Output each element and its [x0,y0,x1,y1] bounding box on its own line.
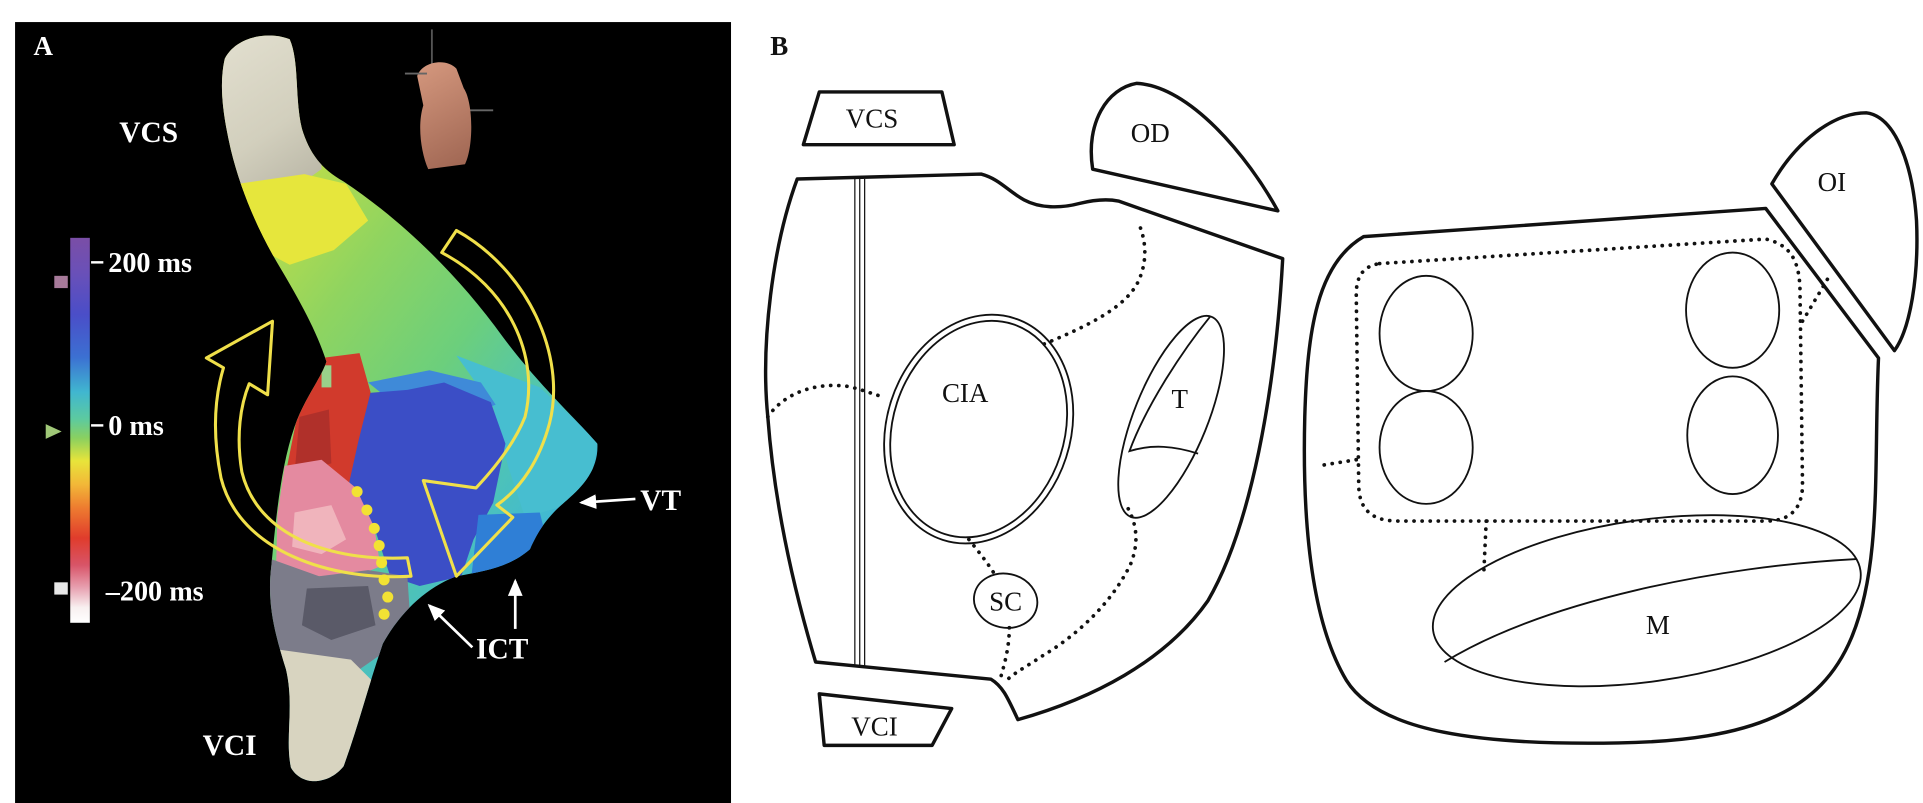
label-ict: ICT [476,633,529,665]
label-sc: SC [989,587,1022,617]
od-shape [1091,83,1278,210]
panel-a: A [15,22,731,803]
label-cia: CIA [942,378,989,408]
catheter-electrode-dot [382,592,393,603]
label-od: OD [1131,118,1170,148]
label-m: M [1646,610,1670,640]
catheter-electrode-dot [379,609,390,620]
left-atrium-outline [1304,208,1878,743]
catheter-electrode-dot [379,574,390,585]
scale-label-mid: 0 ms [108,411,164,442]
panel-b: B VCS OD VCI CIA T SC [766,31,1917,745]
catheter-electrode-dot [361,504,372,515]
color-scale-bar [70,238,90,623]
panel-b-letter: B [770,31,788,61]
right-atrium-schematic: VCS OD VCI CIA T SC [766,83,1283,745]
label-vt: VT [640,485,681,517]
label-vci-a: VCI [203,730,257,762]
right-atrium-outline [766,174,1283,720]
catheter-electrode-dot [369,523,380,534]
label-t: T [1171,384,1188,414]
left-atrium-schematic: OI M [1304,113,1917,743]
catheter-electrode-dot [352,486,363,497]
panel-a-letter: A [33,31,53,61]
scale-marker-bottom [54,582,67,594]
catheter-electrode-dot [376,557,387,568]
scale-marker-top [54,276,67,288]
scale-label-max: 200 ms [108,248,192,279]
label-vci-b: VCI [851,712,897,742]
label-oi: OI [1818,167,1846,197]
label-vcs-b: VCS [846,103,898,133]
label-vcs-a: VCS [119,117,178,149]
scale-label-min: –200 ms [105,577,204,608]
catheter-electrode-dot [374,540,385,551]
